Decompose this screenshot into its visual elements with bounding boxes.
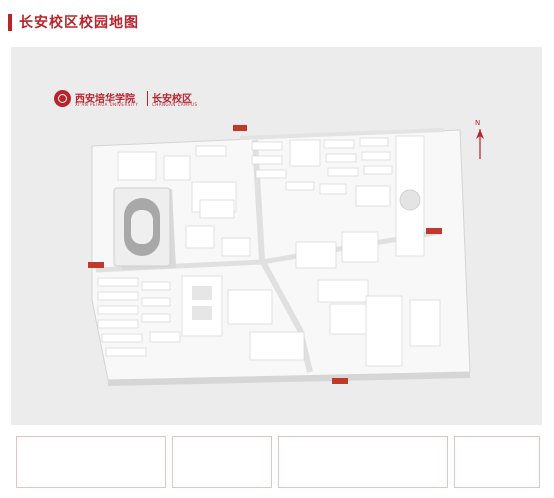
compass-letter: N bbox=[475, 119, 481, 127]
info-panel-2 bbox=[172, 436, 272, 488]
main-road bbox=[252, 139, 313, 373]
campus-ground-edge bbox=[108, 372, 470, 386]
building-group-se bbox=[295, 231, 441, 367]
page-title: 长安校区校园地图 bbox=[19, 15, 139, 31]
heading-accent-bar bbox=[8, 13, 12, 31]
gate-south bbox=[332, 378, 348, 384]
page-heading: 长安校区校园地图 bbox=[8, 12, 139, 32]
stadium bbox=[113, 187, 176, 270]
campus-name-en: CHANGAN CAMPUS bbox=[152, 102, 198, 107]
info-panel-3 bbox=[278, 436, 448, 488]
gate-east bbox=[426, 228, 442, 234]
compass: N bbox=[472, 119, 488, 161]
campus-name-cn: 长安校区 bbox=[152, 94, 192, 105]
north-road bbox=[239, 128, 445, 140]
building-group-nw bbox=[117, 145, 237, 219]
info-panel-1 bbox=[16, 436, 166, 488]
building-group-ne bbox=[251, 135, 425, 257]
building-group-central bbox=[181, 225, 305, 361]
north-arrow-icon bbox=[476, 129, 484, 159]
university-seal-icon bbox=[54, 90, 71, 107]
info-panel-4 bbox=[454, 436, 540, 488]
university-name-cn: 西安培华学院 bbox=[75, 94, 135, 105]
building-group-west bbox=[97, 277, 181, 357]
gate-west bbox=[88, 262, 104, 268]
logo-divider bbox=[147, 91, 148, 106]
university-name-en: XI'AN PEIHUA UNIVERSITY bbox=[75, 102, 139, 107]
gate-north bbox=[233, 125, 247, 131]
university-logo: 西安培华学院 XI'AN PEIHUA UNIVERSITY 长安校区 CHAN… bbox=[54, 90, 204, 110]
